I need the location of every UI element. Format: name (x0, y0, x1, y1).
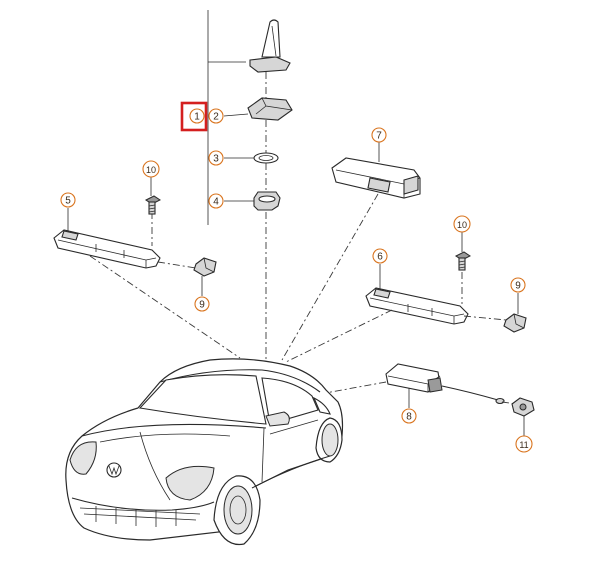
callout-4-label: 4 (213, 197, 219, 208)
callout-9-right[interactable]: 9 (510, 277, 526, 293)
callout-3-label: 3 (213, 154, 219, 165)
callout-10-right-label: 10 (457, 220, 467, 230)
callout-6[interactable]: 6 (372, 248, 388, 264)
callout-11[interactable]: 11 (515, 435, 533, 453)
left-antenna-module-part[interactable] (53, 229, 161, 269)
callout-1-label: 1 (194, 112, 200, 123)
callout-7-label: 7 (376, 131, 382, 142)
roof-antenna-part[interactable] (249, 19, 291, 73)
seal-ring-part[interactable] (253, 152, 279, 164)
car-illustration (65, 358, 344, 546)
callout-10-right[interactable]: 10 (453, 215, 471, 233)
callout-5[interactable]: 5 (60, 192, 76, 208)
clip-left-part[interactable] (193, 257, 217, 277)
connector-part[interactable] (511, 397, 535, 417)
callout-11-label: 11 (519, 440, 528, 450)
callout-7[interactable]: 7 (371, 127, 387, 143)
callout-9-left-label: 9 (199, 300, 205, 311)
callout-6-label: 6 (377, 252, 383, 263)
callout-5-label: 5 (65, 196, 71, 207)
callout-leaders (67, 113, 525, 436)
screw-right-part[interactable] (455, 251, 471, 271)
antenna-base-part[interactable] (247, 97, 293, 121)
clip-right-part[interactable] (503, 313, 527, 333)
callout-3[interactable]: 3 (208, 150, 224, 166)
callout-10-left-label: 10 (146, 165, 156, 175)
callout-9-left[interactable]: 9 (194, 296, 210, 312)
right-antenna-module-part[interactable] (365, 287, 469, 325)
callout-4[interactable]: 4 (208, 193, 224, 209)
callout-9-right-label: 9 (515, 281, 521, 292)
hex-nut-part[interactable] (253, 191, 281, 211)
antenna-bracket (207, 10, 246, 225)
callout-1[interactable]: 1 (189, 108, 205, 124)
callout-8[interactable]: 8 (401, 408, 417, 424)
callout-2-label: 2 (213, 112, 219, 123)
callout-10-left[interactable]: 10 (142, 160, 160, 178)
callout-2[interactable]: 2 (208, 108, 224, 124)
highlight-box (180, 101, 208, 132)
callout-8-label: 8 (406, 412, 412, 423)
amplifier-module-part[interactable] (331, 157, 421, 199)
cable-module-part[interactable] (385, 363, 505, 405)
screw-left-part[interactable] (145, 195, 161, 215)
